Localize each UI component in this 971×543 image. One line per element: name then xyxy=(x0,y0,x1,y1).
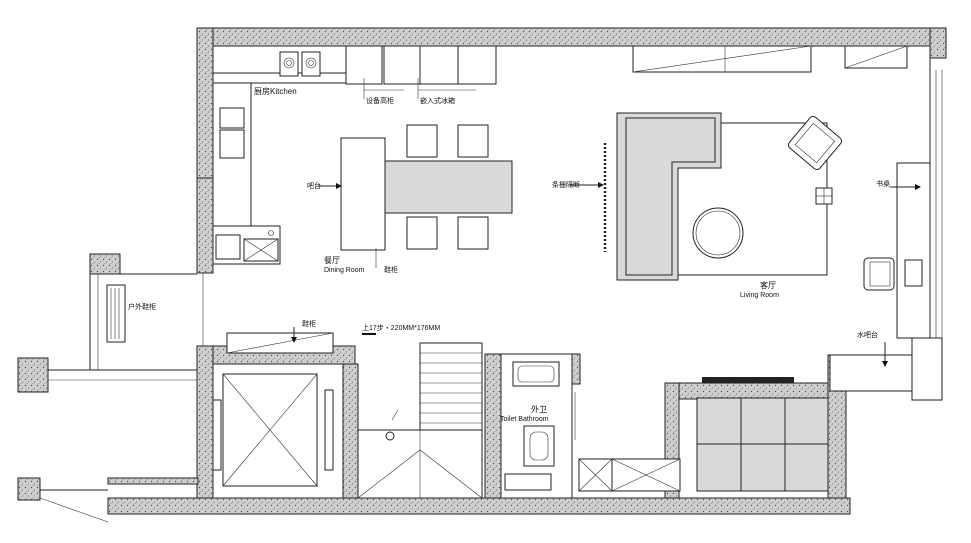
storage-cabinets xyxy=(578,377,829,492)
shoe-cabinet-dining-label: 鞋柜 xyxy=(384,265,398,274)
shoe-cabinet-hall-label: 鞋柜 xyxy=(302,319,316,328)
toilet-bathroom xyxy=(500,353,576,499)
kitchen-area xyxy=(212,45,497,265)
kitchen-label: 厨房Kitchen xyxy=(254,86,297,96)
dining-room-label-en: Dining Room xyxy=(324,267,365,274)
water-bar-label: 水吧台 xyxy=(857,330,878,339)
dining-room-label-cn: 餐厅 xyxy=(324,256,340,265)
living-room-label-en: Living Room xyxy=(740,292,779,299)
stairs-label: 上17步・220MM*176MM xyxy=(362,323,440,332)
entry-area xyxy=(39,273,204,523)
outdoor-shoe-cabinet-label: 户外鞋柜 xyxy=(128,302,156,311)
elevator-shaft xyxy=(212,373,334,487)
partition-label: 条栅隔断 xyxy=(552,180,580,189)
bar-counter-label: 吧台 xyxy=(307,181,321,190)
toilet-label-en: Toilet Bathroom xyxy=(500,416,549,423)
staircase xyxy=(357,342,483,499)
built-in-fridge-label: 嵌入式冰箱 xyxy=(420,96,455,105)
walls xyxy=(17,27,947,515)
toilet-label-cn: 外卫 xyxy=(531,404,547,414)
living-room-label-cn: 客厅 xyxy=(760,280,776,290)
dining-area xyxy=(340,124,513,251)
living-area xyxy=(603,45,943,392)
desk-label: 书桌 xyxy=(876,179,890,188)
equipment-cabinet-label: 设备高柜 xyxy=(366,96,394,105)
